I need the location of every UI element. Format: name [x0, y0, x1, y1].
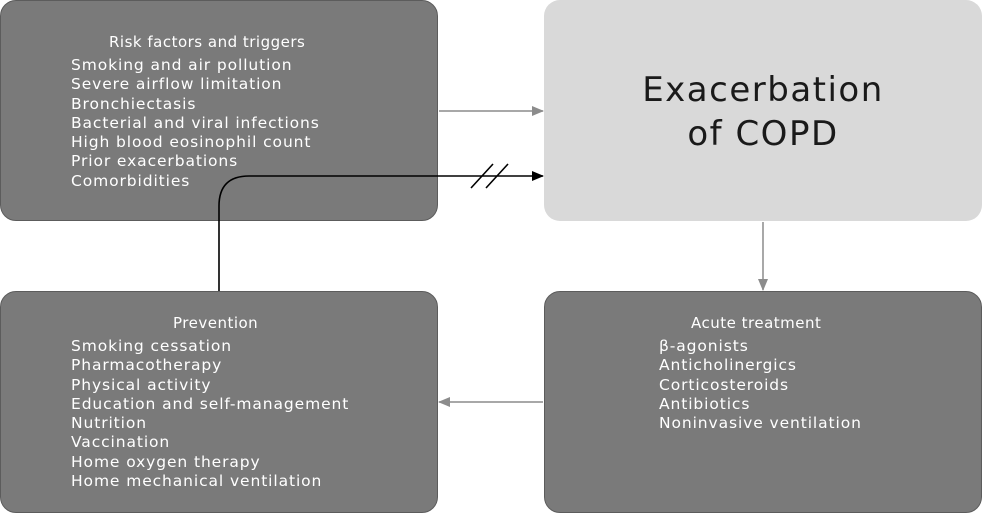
list-item: Pharmacotherapy	[71, 356, 223, 375]
exacerbation-box: Exacerbation of COPD	[544, 0, 982, 221]
prevention-list: Smoking cessation Pharmacotherapy Physic…	[71, 337, 349, 491]
list-item: Physical activity	[71, 375, 212, 394]
list-item: Smoking and air pollution	[71, 56, 293, 74]
risk-factors-box: Risk factors and triggers Smoking and ai…	[0, 0, 438, 221]
list-item: Prior exacerbations	[71, 152, 239, 171]
list-item: Comorbidities	[71, 171, 191, 190]
list-item: High blood eosinophil count	[71, 133, 312, 152]
list-item: Anticholinergics	[659, 356, 797, 375]
prevention-box: Prevention Smoking cessation Pharmacothe…	[0, 291, 438, 513]
exacerbation-title: Exacerbation of COPD	[544, 68, 982, 156]
list-item: Nutrition	[71, 414, 147, 433]
list-item: Bronchiectasis	[71, 94, 197, 113]
risk-factors-list: Smoking and air pollution Severe airflow…	[71, 56, 320, 191]
list-item: Smoking cessation	[71, 337, 232, 355]
list-item: Education and self-management	[71, 394, 350, 413]
acute-treatment-title: Acute treatment	[691, 314, 822, 332]
prevention-title: Prevention	[173, 314, 259, 332]
list-item: Severe airflow limitation	[71, 75, 283, 94]
list-item: Antibiotics	[659, 394, 751, 413]
list-item: Bacterial and viral infections	[71, 113, 320, 132]
list-item: Vaccination	[71, 433, 171, 452]
acute-treatment-box: Acute treatment β-agonists Anticholinerg…	[544, 291, 982, 513]
exacerbation-title-line-1: Exacerbation	[642, 70, 884, 110]
list-item: β-agonists	[659, 337, 749, 355]
list-item: Home oxygen therapy	[71, 452, 261, 471]
list-item: Noninvasive ventilation	[659, 414, 862, 433]
risk-factors-title: Risk factors and triggers	[109, 33, 306, 51]
interruption-mark	[470, 163, 509, 189]
list-item: Home mechanical ventilation	[71, 472, 323, 491]
list-item: Corticosteroids	[659, 375, 789, 394]
acute-treatment-list: β-agonists Anticholinergics Corticostero…	[659, 337, 862, 433]
exacerbation-title-line-2: of COPD	[687, 114, 839, 154]
